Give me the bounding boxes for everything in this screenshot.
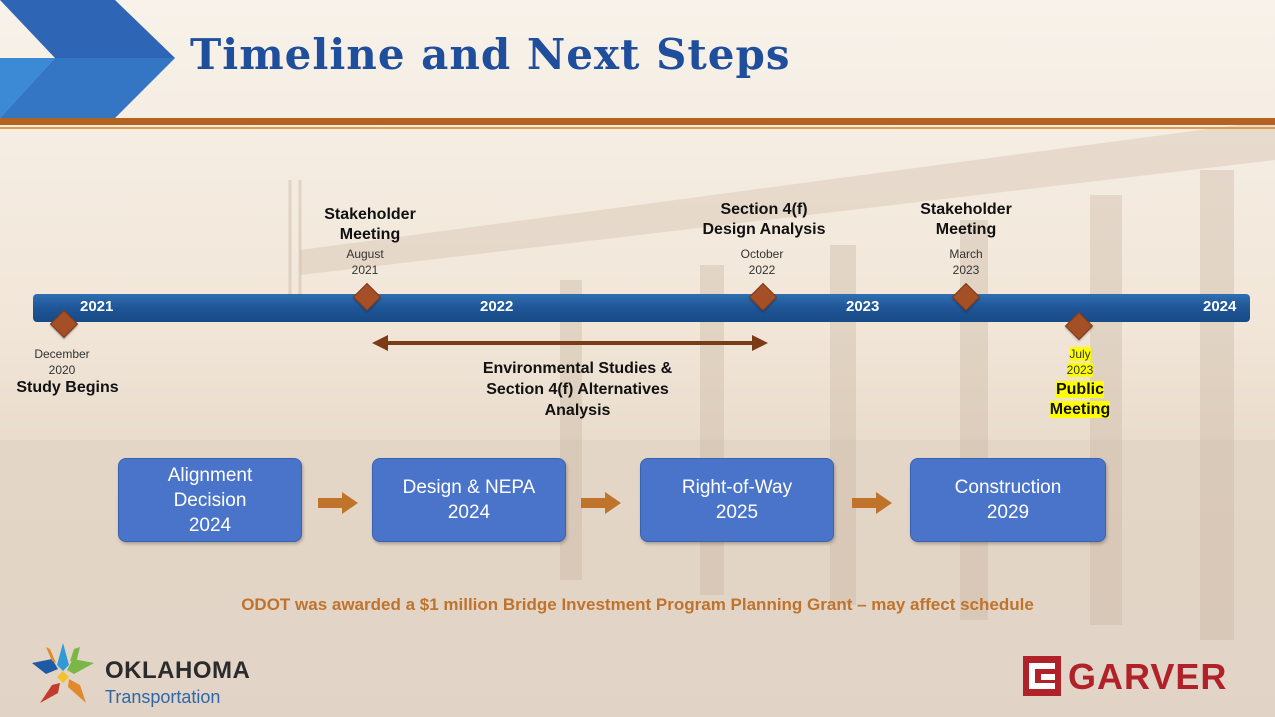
grant-note: ODOT was awarded a $1 million Bridge Inv… (241, 595, 1034, 614)
right-arrow-icon (318, 492, 358, 514)
timeline-bar (33, 294, 1250, 322)
header-chevron-shape (0, 0, 175, 118)
year-label: 2024 (1203, 298, 1237, 315)
step-box-construction: Construction 2029 (910, 458, 1106, 542)
span-label: Environmental Studies & Section 4(f) Alt… (482, 360, 673, 419)
header-rule-accent (0, 127, 1275, 129)
garver-logo-text: GARVER (1068, 656, 1228, 697)
odot-logo-subtext: Transportation (105, 687, 221, 707)
milestone-date: October 2022 (740, 247, 784, 277)
star-burst-icon (32, 643, 94, 703)
milestone-date: July 2023 (1066, 347, 1094, 377)
year-label: 2023 (846, 298, 880, 315)
step-box-design-nepa: Design & NEPA 2024 (372, 458, 566, 542)
milestone-title: Section 4(f) Design Analysis (702, 201, 826, 238)
step-box-alignment-decision: Alignment Decision 2024 (118, 458, 302, 542)
milestone-date: August 2021 (346, 247, 384, 277)
milestone-title: Public Meeting (1049, 381, 1111, 418)
milestone-title: Stakeholder Meeting (324, 206, 416, 243)
header-rule (0, 118, 1275, 125)
milestone-title: Stakeholder Meeting (920, 201, 1012, 238)
right-arrow-icon (852, 492, 892, 514)
step-box-right-of-way: Right-of-Way 2025 (640, 458, 834, 542)
right-arrow-icon (581, 492, 621, 514)
year-label: 2022 (480, 298, 514, 315)
year-label: 2021 (80, 298, 114, 315)
garver-g-icon (1023, 656, 1061, 696)
milestone-date: December 2020 (34, 347, 90, 377)
slide-title: Timeline and Next Steps (190, 30, 791, 79)
odot-logo-text: OKLAHOMA (105, 657, 251, 684)
span-double-arrow-icon (372, 335, 768, 351)
milestone-title: Study Begins (16, 379, 119, 396)
milestone-date: March 2023 (949, 247, 983, 277)
